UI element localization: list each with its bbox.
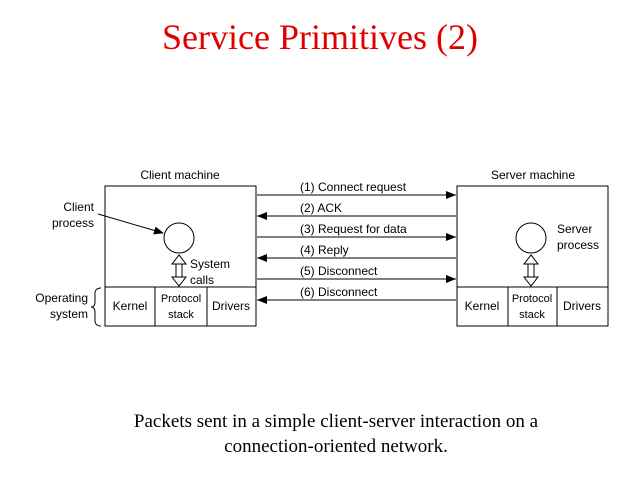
client-process-label-2: process [52, 216, 94, 230]
os-brace [90, 287, 102, 327]
message-label: (1) Connect request [300, 180, 407, 194]
message-label: (3) Request for data [300, 222, 407, 236]
os-label-1: Operating [35, 291, 88, 305]
server-process-circle [515, 222, 547, 254]
server-process-label-1: Server [557, 222, 592, 236]
client-process-label-1: Client [63, 200, 94, 214]
server-machine-heading: Server machine [491, 168, 575, 182]
message-6: (6) Disconnect [257, 285, 456, 304]
message-4: (4) Reply [257, 243, 456, 262]
client-protocol-label-2: stack [168, 309, 194, 321]
message-label: (2) ACK [300, 201, 342, 215]
client-protocol-label-1: Protocol [161, 293, 201, 305]
message-arrow-head [257, 254, 267, 262]
client-process-circle [163, 222, 195, 254]
slide-caption: Packets sent in a simple client-server i… [96, 409, 576, 459]
client-syscalls-label-1: System [190, 257, 230, 271]
message-3: (3) Request for data [257, 222, 456, 241]
message-2: (2) ACK [257, 201, 456, 220]
client-syscalls-label-2: calls [190, 273, 214, 287]
client-process-pointer [97, 213, 164, 235]
message-arrow-head [446, 233, 456, 241]
server-kernel-label: Kernel [465, 299, 500, 313]
server-syscall-arrow [522, 254, 540, 287]
message-label: (4) Reply [300, 243, 349, 257]
client-drivers-label: Drivers [212, 299, 250, 313]
message-arrow-head [257, 212, 267, 220]
caption-line-1: Packets sent in a simple client-server i… [133, 411, 539, 432]
server-process-label-2: process [557, 238, 599, 252]
message-arrow-head [257, 296, 267, 304]
message-arrows: (1) Connect request (2) ACK (3) Request fo… [257, 180, 456, 304]
client-machine-heading: Client machine [140, 168, 220, 182]
server-protocol-label-1: Protocol [512, 293, 552, 305]
caption-line-2: connection-oriented network. [224, 436, 448, 457]
message-label: (5) Disconnect [300, 264, 378, 278]
client-machine-box [104, 185, 257, 327]
os-label-2: system [50, 307, 88, 321]
message-arrow-head [446, 275, 456, 283]
slide-title: Service Primitives (2) [162, 17, 478, 57]
message-5: (5) Disconnect [257, 264, 456, 283]
client-syscall-arrow [170, 254, 188, 287]
server-machine-box [456, 185, 609, 327]
client-kernel-label: Kernel [113, 299, 148, 313]
message-arrow-head [446, 191, 456, 199]
message-label: (6) Disconnect [300, 285, 378, 299]
server-drivers-label: Drivers [563, 299, 601, 313]
server-protocol-label-2: stack [519, 309, 545, 321]
message-1: (1) Connect request [257, 180, 456, 199]
